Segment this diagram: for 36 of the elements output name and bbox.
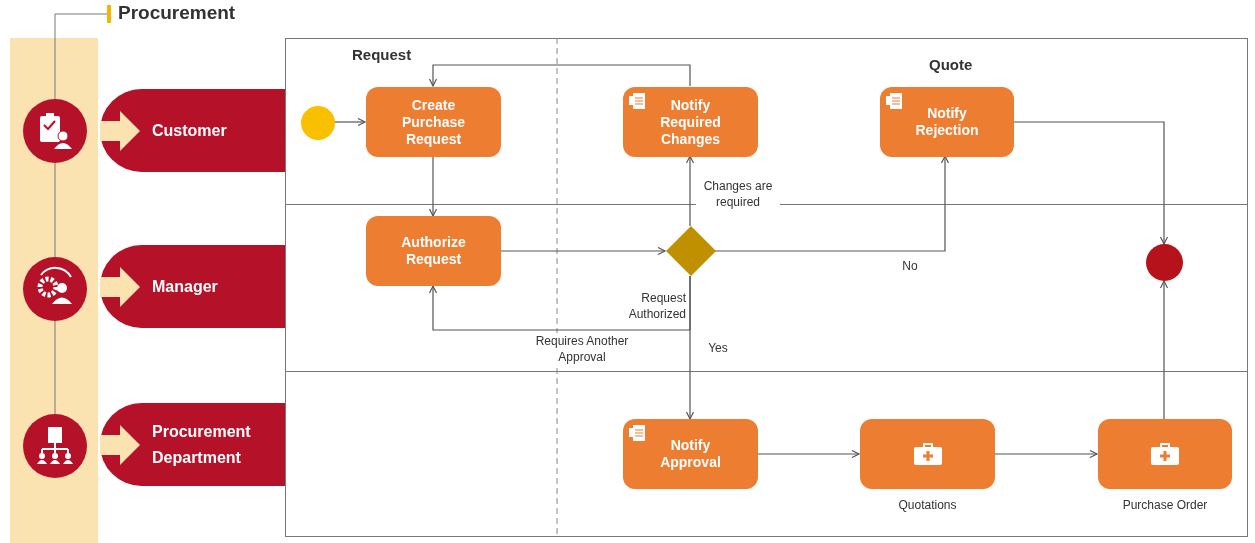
arrow (428, 275, 691, 331)
arrow (333, 117, 366, 127)
arrow (993, 449, 1098, 459)
lane-name: Procurement Department (152, 421, 252, 468)
task-name: Notify Required Changes (659, 96, 722, 148)
task-name: Notify Rejection (914, 105, 980, 139)
task-box (880, 87, 1014, 157)
edge-label: Changes are required (696, 178, 780, 210)
task-box (366, 216, 501, 286)
lane-name: Customer (152, 120, 228, 141)
phase-heading: Quote (929, 56, 973, 73)
arrow (1012, 121, 1169, 245)
task-box (860, 419, 995, 489)
title: Procurement (118, 2, 236, 24)
end-event-circle (1146, 244, 1183, 281)
task-box (366, 87, 501, 157)
node-caption: Purchase Order (1121, 497, 1209, 513)
task-box (623, 419, 758, 489)
start-event-circle (301, 106, 335, 140)
task-box (1098, 419, 1232, 489)
arrow (499, 246, 666, 256)
task-box (623, 87, 758, 157)
arrow (428, 64, 691, 87)
arrow (1159, 280, 1169, 420)
arrow (428, 155, 438, 217)
arrow (685, 155, 695, 227)
task-name: Create Purchase Request (400, 96, 466, 148)
task-name: Notify Approval (659, 437, 722, 471)
task-name: Authorize Request (400, 234, 467, 268)
arrow (756, 449, 860, 459)
decision-diamond (666, 226, 716, 276)
lane-name: Manager (152, 276, 219, 297)
arrow (714, 155, 950, 252)
node-caption: Request Authorized (627, 290, 686, 322)
phase-heading: Request (352, 46, 412, 63)
node-caption: Quotations (897, 497, 958, 513)
